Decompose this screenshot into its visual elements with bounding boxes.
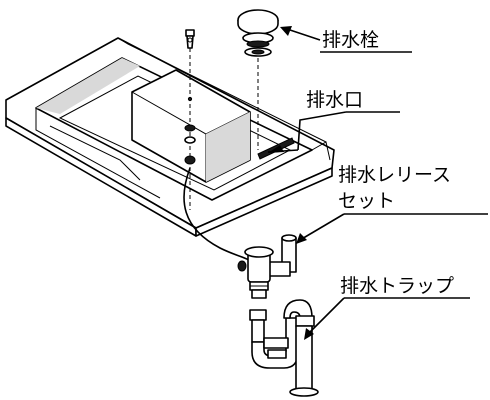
- label-drain-plug: 排水栓: [322, 29, 379, 51]
- release-knob-parts: [184, 29, 196, 210]
- label-drain-trap: 排水トラップ: [340, 275, 454, 297]
- drain-release-set: [237, 234, 297, 299]
- label-drain-release-set-line1: 排水レリース: [338, 164, 451, 186]
- sink-basin: [5, 37, 335, 237]
- drain-trap: [249, 299, 319, 397]
- leader-lines: [267, 26, 488, 340]
- release-cable: [183, 167, 253, 263]
- drain-plug-parts: [237, 9, 279, 150]
- label-drain-release-set-line2: セット: [338, 190, 395, 212]
- label-drain-outlet: 排水口: [306, 89, 363, 111]
